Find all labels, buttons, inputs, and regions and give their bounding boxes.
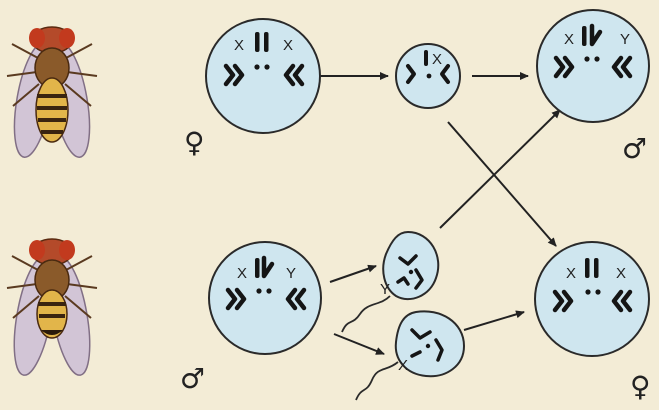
chromosome-label: X bbox=[283, 37, 293, 54]
male-symbol-icon: ♂ bbox=[622, 132, 647, 165]
chromosome-label: X bbox=[564, 31, 574, 48]
sperm-y-cell: Y bbox=[341, 230, 440, 333]
chromosome-label: X bbox=[432, 51, 442, 68]
son-cell: X Y bbox=[536, 9, 650, 123]
chromosome-label: X bbox=[234, 37, 244, 54]
female-parent-cell: X X bbox=[205, 18, 321, 134]
male-symbol-icon: ♂ bbox=[180, 362, 205, 395]
chromosome-label: X bbox=[616, 265, 626, 282]
chromosome-label: X bbox=[398, 357, 408, 374]
sperm-x-cell: X bbox=[355, 310, 466, 401]
daughter-cell: X X bbox=[534, 241, 650, 357]
chromosome-label: Y bbox=[380, 281, 390, 298]
chromosome-label: Y bbox=[620, 31, 630, 48]
chromosome-label: X bbox=[566, 265, 576, 282]
female-symbol-icon: ♀ bbox=[630, 370, 651, 403]
fruit-fly-male-icon bbox=[6, 238, 98, 376]
arrows bbox=[320, 72, 561, 355]
chromosome-label: Y bbox=[286, 265, 296, 282]
female-gamete-cell: X bbox=[395, 43, 461, 109]
chromosome-label: X bbox=[237, 265, 247, 282]
male-parent-cell: X Y bbox=[208, 241, 322, 355]
female-symbol-icon: ♀ bbox=[184, 126, 205, 159]
fruit-fly-female-icon bbox=[6, 26, 98, 158]
